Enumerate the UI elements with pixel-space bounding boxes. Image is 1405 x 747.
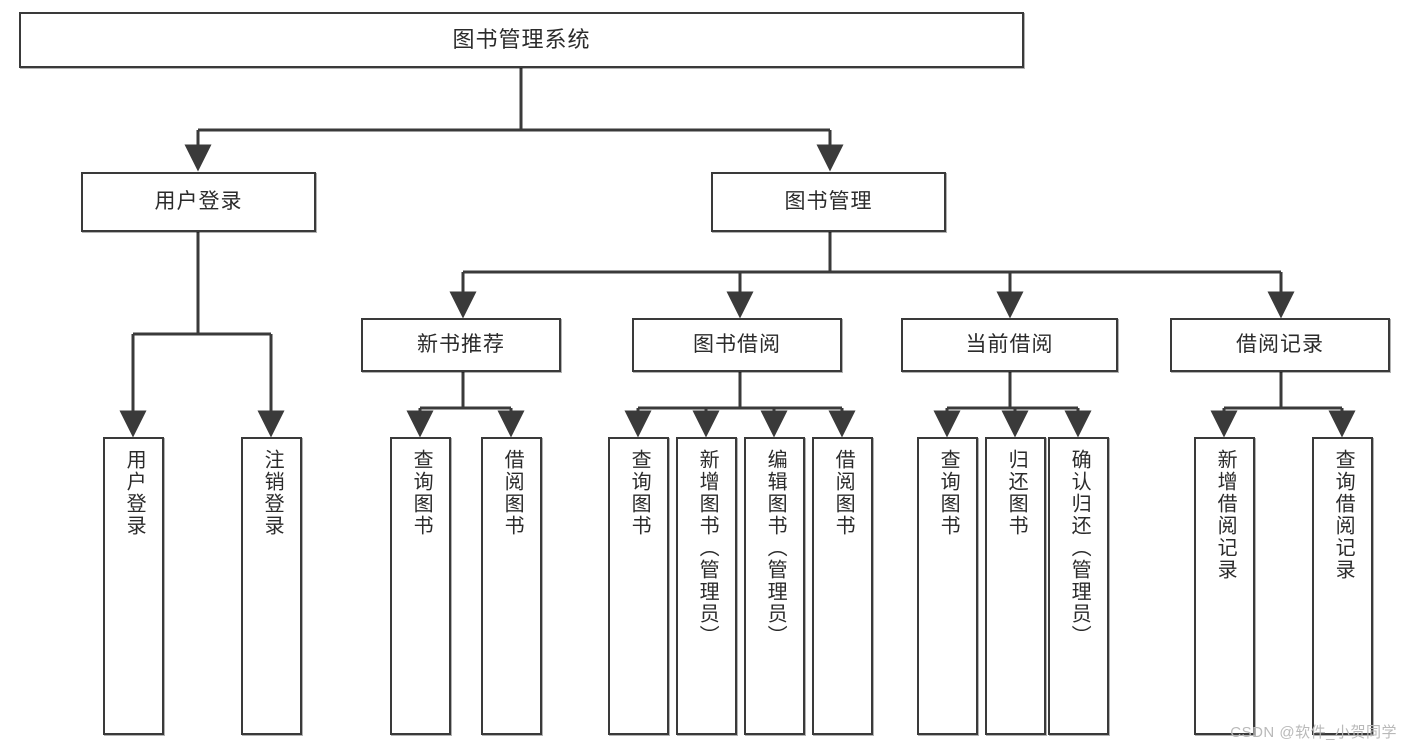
node-new-book-recommend[interactable]: 新书推荐 [361, 318, 561, 372]
node-leaf-logout[interactable]: 注销登录 [241, 437, 302, 735]
node-label: 新增图书（管理员） [696, 449, 719, 647]
node-leaf-user-login[interactable]: 用户登录 [103, 437, 164, 735]
node-label: 借阅图书 [501, 449, 524, 537]
node-label: 新书推荐 [417, 332, 505, 356]
node-label: 确认归还（管理员） [1068, 449, 1091, 647]
node-book-borrow[interactable]: 图书借阅 [632, 318, 842, 372]
node-label: 新增借阅记录 [1214, 449, 1237, 581]
node-label: 查询借阅记录 [1332, 449, 1355, 581]
node-leaf-borrow-book-recommend[interactable]: 借阅图书 [481, 437, 542, 735]
node-leaf-query-book-current[interactable]: 查询图书 [917, 437, 978, 735]
node-leaf-confirm-return[interactable]: 确认归还（管理员） [1048, 437, 1109, 735]
node-label: 查询图书 [410, 449, 433, 537]
node-label: 当前借阅 [965, 332, 1054, 356]
node-leaf-return-book[interactable]: 归还图书 [985, 437, 1046, 735]
node-label: 图书管理系统 [452, 27, 591, 53]
node-label: 借阅图书 [832, 449, 855, 537]
node-label: 查询图书 [628, 449, 651, 537]
node-label: 归还图书 [1005, 449, 1028, 537]
node-label: 注销登录 [261, 449, 284, 537]
node-leaf-add-borrow-record[interactable]: 新增借阅记录 [1194, 437, 1255, 735]
node-book-manage[interactable]: 图书管理 [711, 172, 946, 232]
node-current-borrow[interactable]: 当前借阅 [901, 318, 1118, 372]
node-leaf-query-borrow-record[interactable]: 查询借阅记录 [1312, 437, 1373, 735]
node-label: 借阅记录 [1236, 332, 1324, 356]
node-root-book-management-system[interactable]: 图书管理系统 [19, 12, 1024, 68]
node-leaf-edit-book[interactable]: 编辑图书（管理员） [744, 437, 805, 735]
node-borrow-record[interactable]: 借阅记录 [1170, 318, 1390, 372]
node-leaf-query-book-recommend[interactable]: 查询图书 [390, 437, 451, 735]
node-leaf-borrow-book[interactable]: 借阅图书 [812, 437, 873, 735]
node-label: 图书借阅 [693, 332, 781, 356]
node-label: 查询图书 [937, 449, 960, 537]
csdn-watermark: CSDN @软件_小贺同学 [1230, 724, 1397, 741]
node-label: 编辑图书（管理员） [764, 449, 787, 647]
node-label: 用户登录 [123, 449, 146, 537]
node-leaf-query-book-borrow[interactable]: 查询图书 [608, 437, 669, 735]
node-user-login[interactable]: 用户登录 [81, 172, 316, 232]
node-leaf-add-book[interactable]: 新增图书（管理员） [676, 437, 737, 735]
node-label: 用户登录 [154, 189, 243, 213]
node-label: 图书管理 [784, 189, 873, 213]
